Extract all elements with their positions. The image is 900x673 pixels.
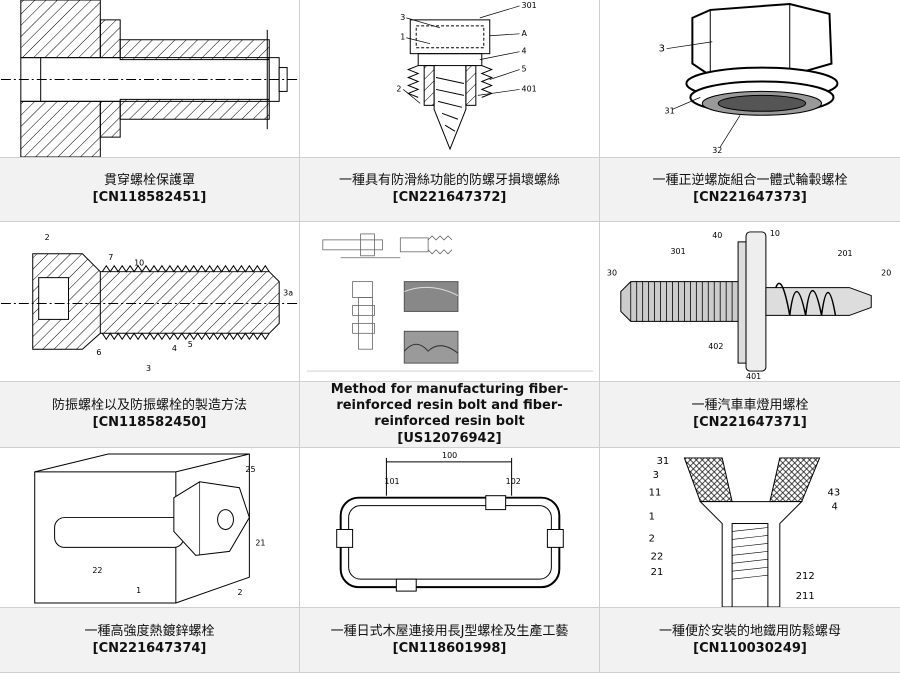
through-bolt-cover-drawing	[0, 0, 299, 157]
callout-label: 30	[607, 269, 617, 278]
callout-label: 10	[134, 259, 144, 268]
galvanized-bolt-drawing: 25 21 22 1 2	[34, 453, 265, 604]
patent-drawing-6: 40 10 301 201 20 30 402 401	[600, 222, 900, 382]
callout-label: 3	[146, 364, 151, 373]
anti-vibration-bolt-drawing: 2 7 10 3a 6 3 4 5	[0, 233, 299, 373]
patent-number: [CN118582451]	[92, 190, 207, 205]
callout-label: 211	[796, 591, 815, 602]
callout-label: 22	[92, 566, 102, 575]
callout-label: 31	[665, 106, 675, 115]
patent-caption-3: 一種正逆螺旋組合一體式輪轂螺栓 [CN221647373]	[600, 158, 900, 222]
hub-bolt-drawing: 3 31 32	[659, 2, 839, 155]
patent-caption-7: 一種高強度熱鍍鋅螺栓 [CN221647374]	[0, 608, 300, 673]
patent-caption-2: 一種具有防滑絲功能的防螺牙損壞螺絲 [CN221647372]	[300, 158, 600, 222]
patent-title: 一種高強度熱鍍鋅螺栓	[84, 623, 215, 639]
patent-number: [CN221647371]	[693, 415, 807, 430]
callout-label: 2	[237, 588, 242, 597]
patent-drawing-1	[0, 0, 300, 158]
anti-loosening-nut-drawing: 31 3 11 1 2 22 21 43 4 212 211	[649, 456, 841, 607]
callout-label: 7	[108, 253, 113, 262]
callout-label: 301	[671, 247, 686, 256]
patent-title: 一種便於安裝的地鐵用防鬆螺母	[658, 623, 841, 639]
callout-label: 6	[96, 348, 101, 357]
callout-label: 22	[651, 551, 664, 562]
long-j-bolt-drawing: 100 101 102	[336, 451, 564, 592]
callout-label: 21	[651, 567, 664, 578]
callout-label: 40	[712, 231, 722, 240]
patent-number: [CN221647372]	[392, 190, 507, 205]
callout-label: 11	[649, 488, 662, 499]
callout-label: 301	[522, 1, 537, 10]
patent-caption-5: Method for manufacturing fiber-reinforce…	[300, 382, 600, 448]
patent-title: 一種日式木屋連接用長J型螺栓及生產工藝	[330, 623, 569, 639]
callout-label: 3	[400, 13, 405, 22]
callout-label: 2	[649, 533, 655, 544]
patent-number: [CN118582450]	[92, 415, 207, 430]
patent-drawing-8: 100 101 102	[300, 448, 600, 608]
patent-caption-9: 一種便於安裝的地鐵用防鬆螺母 [CN110030249]	[600, 608, 900, 673]
callout-label: 100	[442, 451, 457, 460]
patent-drawing-3: 3 31 32	[600, 0, 900, 158]
callout-label: 1	[136, 586, 141, 595]
patent-caption-1: 貫穿螺栓保護罩 [CN118582451]	[0, 158, 300, 222]
patent-caption-8: 一種日式木屋連接用長J型螺栓及生產工藝 [CN118601998]	[300, 608, 600, 673]
callout-label: 1	[649, 512, 655, 523]
patent-number: [CN118601998]	[392, 640, 507, 656]
patent-title: 防振螺栓以及防振螺栓的製造方法	[51, 398, 247, 413]
callout-label: 10	[770, 229, 780, 238]
anti-slip-screw-drawing: 3 1 2 301 A 4 5 401	[396, 1, 537, 151]
callout-label: 212	[796, 571, 815, 582]
patent-drawing-5	[300, 222, 600, 382]
patent-title: 一種汽車車燈用螺栓	[691, 398, 809, 413]
patent-drawing-4: 2 7 10 3a 6 3 4 5	[0, 222, 300, 382]
callout-label: 2	[396, 84, 401, 93]
callout-label: 5	[188, 340, 193, 349]
car-lamp-bolt-drawing: 40 10 301 201 20 30 402 401	[607, 229, 891, 381]
callout-label: 201	[837, 249, 852, 258]
patent-drawing-2: 3 1 2 301 A 4 5 401	[300, 0, 600, 158]
callout-label: 5	[522, 65, 527, 74]
callout-label: 20	[881, 269, 891, 278]
callout-label: 43	[828, 488, 841, 499]
patent-caption-4: 防振螺栓以及防振螺栓的製造方法 [CN118582450]	[0, 382, 300, 448]
callout-label: 4	[831, 502, 837, 513]
callout-label: 21	[255, 538, 265, 547]
callout-label: 1	[400, 33, 405, 42]
callout-label: 32	[712, 146, 722, 155]
patent-title: 貫穿螺栓保護罩	[103, 173, 195, 188]
callout-label: 101	[384, 477, 399, 486]
callout-label: 401	[746, 372, 761, 381]
callout-label: A	[522, 29, 528, 38]
patent-number: [CN110030249]	[693, 640, 807, 656]
patent-title: 一種正逆螺旋組合一體式輪轂螺栓	[652, 173, 848, 188]
callout-label: 4	[172, 344, 177, 353]
callout-label: 25	[245, 465, 255, 474]
patent-caption-6: 一種汽車車燈用螺栓 [CN221647371]	[600, 382, 900, 448]
patent-number: [CN221647374]	[92, 640, 207, 656]
callout-label: 2	[45, 233, 50, 242]
patent-title: Method for manufacturing fiber-reinforce…	[330, 382, 569, 429]
callout-label: 102	[506, 477, 521, 486]
patent-number: [US12076942]	[397, 431, 502, 446]
patent-title: 一種具有防滑絲功能的防螺牙損壞螺絲	[338, 173, 560, 188]
callout-label: 401	[522, 84, 537, 93]
patent-number: [CN221647373]	[693, 190, 807, 205]
callout-label: 4	[522, 47, 527, 56]
callout-label: 31	[657, 456, 670, 467]
patent-drawing-7: 25 21 22 1 2	[0, 448, 300, 608]
callout-label: 3	[659, 44, 665, 55]
callout-label: 402	[708, 342, 723, 351]
patent-drawing-9: 31 3 11 1 2 22 21 43 4 212 211	[600, 448, 900, 608]
fiber-resin-bolt-figures	[306, 233, 594, 372]
callout-label: 3	[653, 470, 659, 481]
callout-label: 3a	[283, 289, 293, 298]
